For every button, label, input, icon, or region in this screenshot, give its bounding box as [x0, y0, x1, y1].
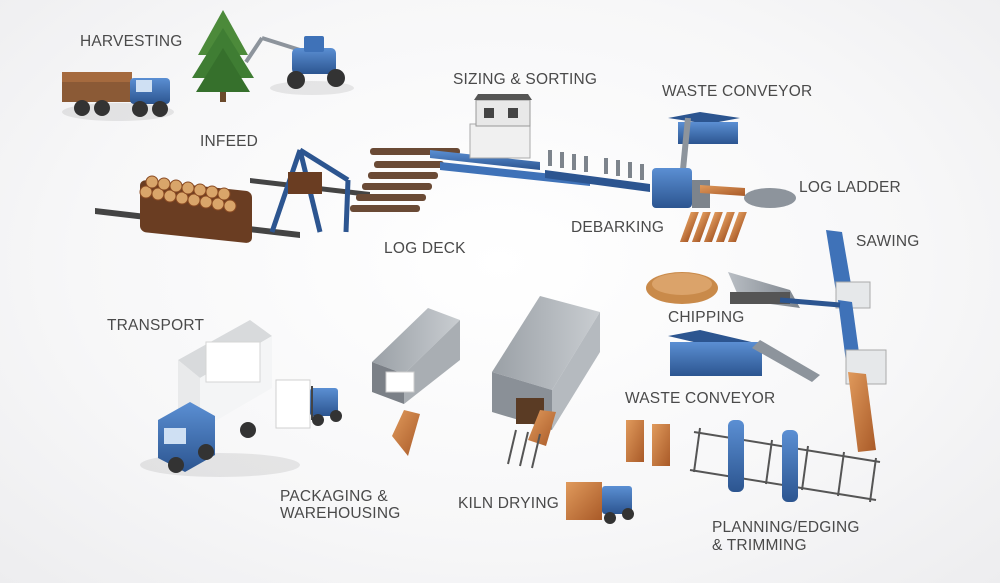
- waste-conveyor-bottom: [668, 330, 820, 382]
- label-waste-conveyor-bottom: WASTE CONVEYOR: [625, 390, 775, 408]
- label-planning-line2: & TRIMMING: [712, 537, 807, 555]
- warehouse-building: [372, 308, 460, 456]
- chipping-station: [646, 272, 840, 308]
- label-log-ladder: LOG LADDER: [799, 179, 901, 197]
- tree-icon: [192, 10, 254, 102]
- sizing-sorting-station: [430, 94, 650, 192]
- harvester-icon: [246, 36, 354, 95]
- label-packaging-line1: PACKAGING &: [280, 488, 388, 506]
- label-sawing: SAWING: [856, 233, 920, 251]
- debarking-machine: [652, 168, 745, 208]
- label-sizing-sorting: SIZING & SORTING: [453, 71, 597, 89]
- label-infeed: INFEED: [200, 133, 258, 151]
- label-harvesting: HARVESTING: [80, 33, 183, 51]
- planing-edging-trimming: [690, 420, 880, 502]
- label-packaging-line2: WAREHOUSING: [280, 505, 400, 523]
- forwarder-truck-icon: [62, 72, 174, 121]
- label-transport: TRANSPORT: [107, 317, 204, 335]
- label-chipping: CHIPPING: [668, 309, 745, 327]
- label-log-deck: LOG DECK: [384, 240, 466, 258]
- label-planning-line1: PLANNING/EDGING: [712, 519, 860, 537]
- kiln-building: [492, 296, 634, 524]
- sawing-line: [826, 230, 886, 452]
- forklift-icon: [276, 380, 342, 428]
- label-kiln-drying: KILN DRYING: [458, 495, 559, 513]
- lumber-stacks: [626, 420, 670, 466]
- log-pile: [95, 176, 370, 243]
- label-waste-conveyor-top: WASTE CONVEYOR: [662, 83, 812, 101]
- label-debarking: DEBARKING: [571, 219, 664, 237]
